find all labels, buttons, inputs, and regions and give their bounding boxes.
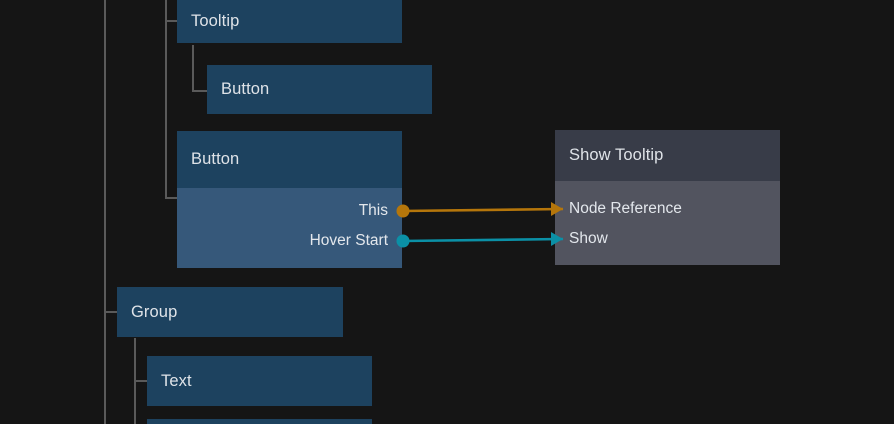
tree-line-nested-trunk	[192, 45, 194, 92]
node-text[interactable]: Text	[147, 356, 372, 406]
tree-line-text-tick	[134, 380, 147, 382]
wire-this-to-node-reference[interactable]	[401, 207, 564, 213]
node-title-group: Group	[117, 287, 343, 337]
tree-line-tooltip-trunk	[165, 0, 167, 199]
output-pin-row-button-main-0[interactable]: This	[359, 200, 388, 222]
node-title-text: Text	[147, 356, 372, 406]
node-tooltip[interactable]: Tooltip	[177, 0, 402, 43]
input-pin-label: Show	[569, 230, 608, 247]
output-pin-label: Hover Start	[309, 232, 388, 249]
output-pin-row-button-main-1[interactable]: Hover Start	[310, 230, 388, 252]
tree-line-group-tick	[104, 311, 117, 313]
tree-line-nested-tick	[192, 90, 207, 92]
node-title-show-tooltip: Show Tooltip	[555, 130, 780, 181]
input-pin-row-show-tooltip-1[interactable]: Show	[569, 228, 608, 250]
node-title-text-next	[147, 419, 372, 424]
wire-hover-start-to-show[interactable]	[401, 237, 564, 243]
node-title-button-main: Button	[177, 131, 402, 188]
node-group[interactable]: Group	[117, 287, 343, 337]
output-pin-label: This	[358, 202, 388, 219]
tree-line-tooltip-tick	[165, 20, 177, 22]
node-text-next[interactable]	[147, 419, 372, 424]
tree-line-button-main-tick	[165, 197, 177, 199]
input-pin-label: Node Reference	[569, 200, 682, 217]
node-title-tooltip: Tooltip	[177, 0, 402, 43]
input-pin-row-show-tooltip-0[interactable]: Node Reference	[569, 198, 682, 220]
node-title-button-nested: Button	[207, 65, 432, 114]
tree-line-root-trunk	[104, 0, 106, 424]
node-button-nested[interactable]: Button	[207, 65, 432, 114]
